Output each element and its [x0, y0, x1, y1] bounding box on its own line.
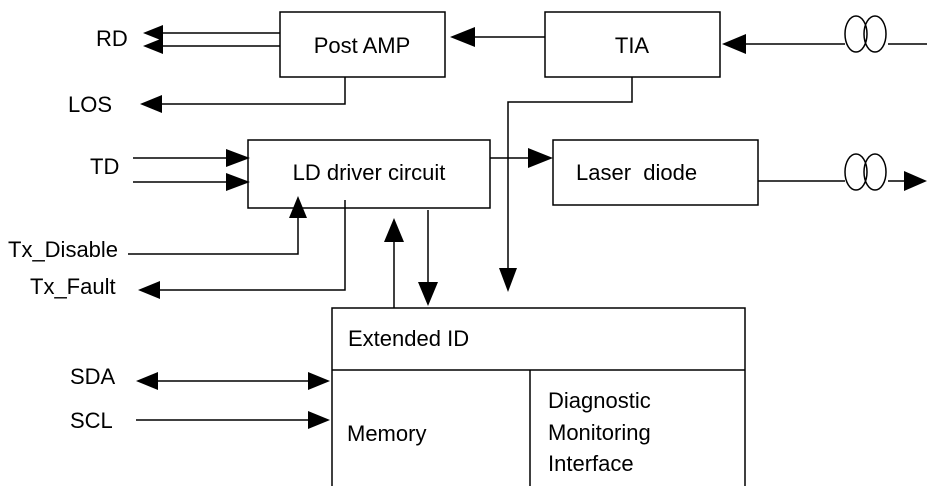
- extended-id-block: Extended ID Memory Diagnostic Monitoring…: [331, 307, 746, 486]
- driver-to-laser-arrow: [490, 148, 553, 168]
- arrowhead-icon: [722, 34, 746, 54]
- tia-to-postamp-arrow: [450, 27, 545, 47]
- monitoring-label: Monitoring: [548, 420, 651, 445]
- los-label: LOS: [68, 92, 112, 117]
- rd-signal-lines: [143, 25, 280, 54]
- arrowhead-icon: [499, 268, 517, 292]
- tx-disable-line: [128, 196, 307, 255]
- td-label: TD: [90, 154, 119, 179]
- interface-label: Interface: [548, 451, 634, 476]
- arrowhead-icon: [308, 372, 330, 390]
- sda-line: [136, 372, 330, 390]
- tx-disable-label: Tx_Disable: [8, 237, 118, 262]
- scl-label: SCL: [70, 408, 113, 433]
- rd-arrowhead-icon: [143, 38, 163, 54]
- arrowhead-icon: [904, 171, 927, 191]
- diagnostic-label: Diagnostic: [548, 388, 651, 413]
- arrowhead-icon: [450, 27, 475, 47]
- extended-id-label: Extended ID: [348, 326, 469, 351]
- tx-fault-line: [138, 200, 346, 299]
- arrowhead-icon: [528, 148, 553, 168]
- arrowhead-icon: [226, 173, 250, 191]
- tx-fault-label: Tx_Fault: [30, 274, 116, 299]
- post-amp-block: Post AMP: [279, 11, 446, 78]
- rd-label: RD: [96, 26, 128, 51]
- fiber-output-coil-icon: [844, 153, 887, 191]
- arrowhead-icon: [384, 218, 404, 242]
- ld-driver-label: LD driver circuit: [293, 160, 446, 185]
- fiber-output-line: [758, 171, 927, 191]
- post-amp-label: Post AMP: [314, 33, 411, 58]
- los-signal-line: [140, 77, 346, 113]
- arrowhead-icon: [140, 95, 162, 113]
- td-signal-lines: [133, 149, 250, 191]
- extid-to-driver-line: [384, 218, 404, 308]
- sda-label: SDA: [70, 364, 116, 389]
- tia-label: TIA: [615, 33, 650, 58]
- arrowhead-icon: [136, 372, 158, 390]
- tia-monitor-line: [499, 77, 633, 292]
- memory-label: Memory: [347, 421, 426, 446]
- arrowhead-icon: [138, 281, 160, 299]
- driver-to-extid-line: [418, 210, 438, 306]
- laser-diode-block: Laser diode: [552, 139, 759, 206]
- arrowhead-icon: [289, 196, 307, 218]
- arrowhead-icon: [418, 282, 438, 306]
- arrowhead-icon: [308, 411, 330, 429]
- ld-driver-block: LD driver circuit: [247, 139, 491, 209]
- arrowhead-icon: [226, 149, 250, 167]
- tia-block: TIA: [544, 11, 721, 78]
- scl-line: [136, 411, 330, 429]
- laser-diode-label: Laser diode: [576, 160, 697, 185]
- fiber-input-line: [722, 34, 927, 54]
- rd-arrowhead-icon: [143, 25, 163, 41]
- fiber-input-coil-icon: [844, 15, 887, 53]
